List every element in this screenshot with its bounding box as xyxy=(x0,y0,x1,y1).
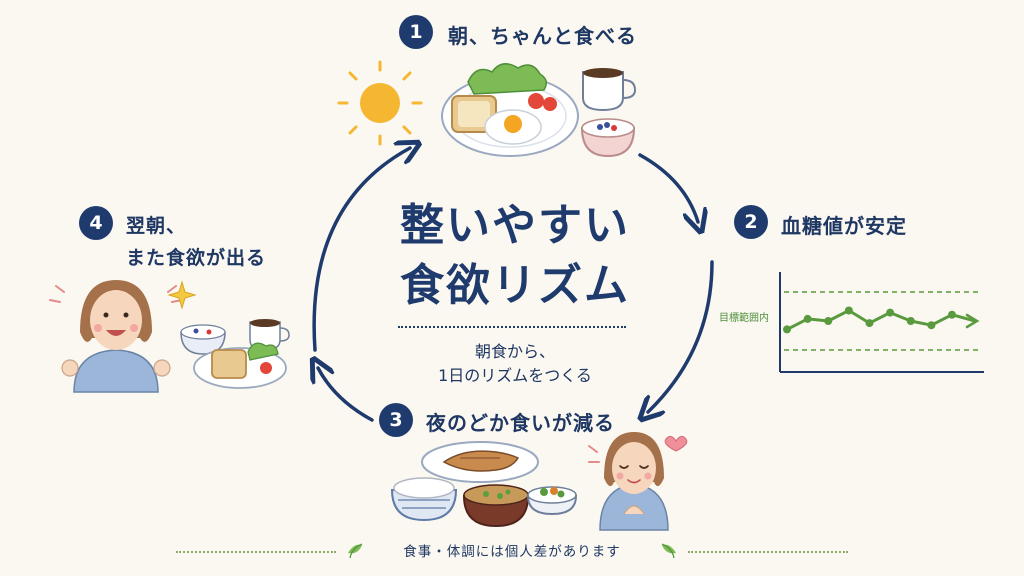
step-3-label: 夜のどか食いが減る xyxy=(426,411,615,435)
step-4-label-line2: また食欲が出る xyxy=(126,247,267,269)
sparkle-icon xyxy=(167,280,197,310)
miso-soup-icon xyxy=(462,484,530,528)
glucose-point-2 xyxy=(803,314,812,323)
glucose-point-3 xyxy=(824,317,833,325)
glucose-line-arrow-icon xyxy=(965,313,980,329)
yogurt-bowl-icon xyxy=(580,118,636,158)
heart-icon xyxy=(664,435,688,452)
glucose-point-1 xyxy=(783,325,791,334)
small-breakfast-illustration xyxy=(180,319,290,389)
cycle-arrow-2-to-3 xyxy=(648,260,714,412)
footer: 食事・体調には個人差があります xyxy=(0,540,1024,564)
glucose-point-4 xyxy=(844,306,853,315)
center-divider xyxy=(398,326,626,328)
coffee-cup-icon xyxy=(582,68,637,112)
footer-leaf-right-icon xyxy=(661,543,676,559)
glucose-chart xyxy=(779,272,984,373)
step-4-label-line1: 翌朝、 xyxy=(126,215,187,237)
side-dish-icon xyxy=(526,486,578,516)
cycle-arrow-4-to-1 xyxy=(312,148,410,352)
glucose-points xyxy=(783,306,956,334)
grilled-fish-plate-illustration xyxy=(421,441,539,483)
footer-leaf-left-icon xyxy=(348,543,363,559)
sun-icon xyxy=(337,60,423,146)
center-title: 整いやすい 食欲リズム xyxy=(380,196,650,316)
happy-woman-illustration xyxy=(49,280,183,393)
footer-divider-right xyxy=(688,551,848,553)
breakfast-plate-illustration xyxy=(441,63,579,157)
relaxed-woman-illustration xyxy=(588,432,669,531)
center-title-line2: 食欲リズム xyxy=(400,260,630,311)
step-3-number-badge: 3 xyxy=(379,403,413,437)
center-subtitle-line1: 朝食から、 xyxy=(474,342,555,361)
glucose-line xyxy=(786,309,976,331)
step-2-label: 血糖値が安定 xyxy=(781,214,907,238)
step-2-number-badge: 2 xyxy=(734,205,768,239)
glucose-point-8 xyxy=(927,321,936,330)
step-1-number-badge: 1 xyxy=(399,15,433,49)
center-title-line1: 整いやすい xyxy=(400,200,630,251)
cycle-arrow-1-to-2 xyxy=(638,153,698,222)
step-1-label: 朝、ちゃんと食べる xyxy=(448,24,637,48)
center-subtitle-line2: 1日のリズムをつくる xyxy=(438,366,592,385)
glucose-point-6 xyxy=(886,308,895,317)
cycle-arrow-3-to-4 xyxy=(318,368,374,422)
glucose-target-range-label: 目標範囲内 xyxy=(719,313,769,324)
rice-bowl-icon xyxy=(390,477,458,522)
center-subtitle: 朝食から、 1日のリズムをつくる xyxy=(380,340,650,388)
glucose-point-5 xyxy=(865,319,874,328)
glucose-point-9 xyxy=(948,310,956,319)
footer-note: 食事・体調には個人差があります xyxy=(403,544,621,560)
footer-divider-left xyxy=(176,551,336,553)
step-4-number-badge: 4 xyxy=(79,206,113,240)
step-4-label: 翌朝、 また食欲が出る xyxy=(126,210,266,274)
glucose-point-7 xyxy=(906,317,915,325)
